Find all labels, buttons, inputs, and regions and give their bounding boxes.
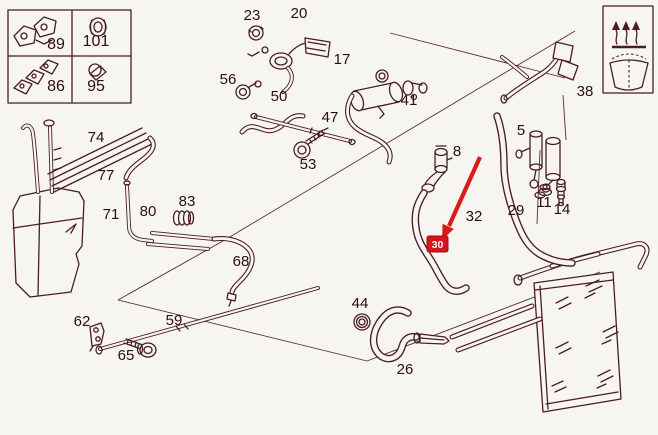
part-label-65[interactable]: 65 xyxy=(118,347,135,364)
part-label-8[interactable]: 8 xyxy=(453,143,461,160)
part-label-44[interactable]: 44 xyxy=(352,295,369,312)
part-label-41[interactable]: 41 xyxy=(401,92,418,109)
part-label-71[interactable]: 71 xyxy=(103,206,120,223)
part-label-56[interactable]: 56 xyxy=(220,71,237,88)
heater-core xyxy=(533,271,622,413)
legend-part-101-sketch xyxy=(89,17,107,37)
part-label-29[interactable]: 29 xyxy=(508,202,525,219)
part-label-26[interactable]: 26 xyxy=(397,361,414,378)
grommet-23 xyxy=(248,25,264,41)
part-label-83[interactable]: 83 xyxy=(179,193,196,210)
pipe-80 xyxy=(146,231,216,251)
part-label-20[interactable]: 20 xyxy=(291,5,308,22)
highlighted-part-label: 30 xyxy=(432,239,444,251)
part-label-17[interactable]: 17 xyxy=(334,51,351,68)
legend-part-89-sketch xyxy=(13,16,57,47)
legend-box-topleft: 89 101 86 95 xyxy=(7,9,132,104)
screw-53 xyxy=(293,127,329,159)
highlighted-part-30[interactable]: 30 xyxy=(426,235,449,253)
legend-part-95-sketch xyxy=(88,63,107,81)
part-label-5[interactable]: 5 xyxy=(517,122,525,139)
highlight-arrow xyxy=(442,156,482,240)
legend-label-95[interactable]: 95 xyxy=(87,78,105,95)
part-label-11[interactable]: 11 xyxy=(536,194,552,211)
hose-77 xyxy=(126,138,153,178)
heater-airflow-icon xyxy=(612,21,646,49)
heater-core-pipes xyxy=(452,244,647,350)
part-label-38[interactable]: 38 xyxy=(577,83,594,100)
part-label-77[interactable]: 77 xyxy=(98,167,115,184)
reservoir-filler-tubes xyxy=(21,119,55,194)
windshield-wiper-icon xyxy=(609,53,649,91)
legend-label-86[interactable]: 86 xyxy=(47,78,65,95)
part-label-50[interactable]: 50 xyxy=(271,88,288,105)
part-label-62[interactable]: 62 xyxy=(74,313,91,330)
pipe-38 xyxy=(500,41,579,104)
hose-68 xyxy=(214,239,252,307)
legend-part-86-sketch xyxy=(13,59,59,95)
part-label-23[interactable]: 23 xyxy=(244,7,261,24)
part-label-32[interactable]: 32 xyxy=(466,208,483,225)
spray-pipe-59 xyxy=(95,286,320,355)
grommet-44 xyxy=(353,313,371,331)
grommet-83 xyxy=(172,210,195,226)
hose-bundle-74 xyxy=(47,127,155,193)
part-label-74[interactable]: 74 xyxy=(88,129,105,146)
grommet-11 xyxy=(537,183,553,197)
valve-8 xyxy=(421,145,453,193)
connector-14 xyxy=(555,178,567,207)
part-label-68[interactable]: 68 xyxy=(233,253,250,270)
hose-26 xyxy=(374,310,450,359)
legend-label-101[interactable]: 101 xyxy=(83,33,110,50)
bracket-62 xyxy=(89,322,105,352)
part-label-47[interactable]: 47 xyxy=(322,109,339,126)
legend-label-89[interactable]: 89 xyxy=(47,36,65,53)
part-label-53[interactable]: 53 xyxy=(300,156,317,173)
part-label-80[interactable]: 80 xyxy=(140,203,157,220)
part-label-59[interactable]: 59 xyxy=(166,312,183,329)
screw-65 xyxy=(123,338,157,358)
pipe-71 xyxy=(123,180,154,243)
bracket-20 xyxy=(247,37,331,94)
valve-5 xyxy=(515,130,561,199)
part-label-14[interactable]: 14 xyxy=(554,201,571,218)
washer-reservoir xyxy=(12,147,85,298)
grommet-56 xyxy=(235,80,262,100)
legend-box-topright xyxy=(602,5,654,94)
